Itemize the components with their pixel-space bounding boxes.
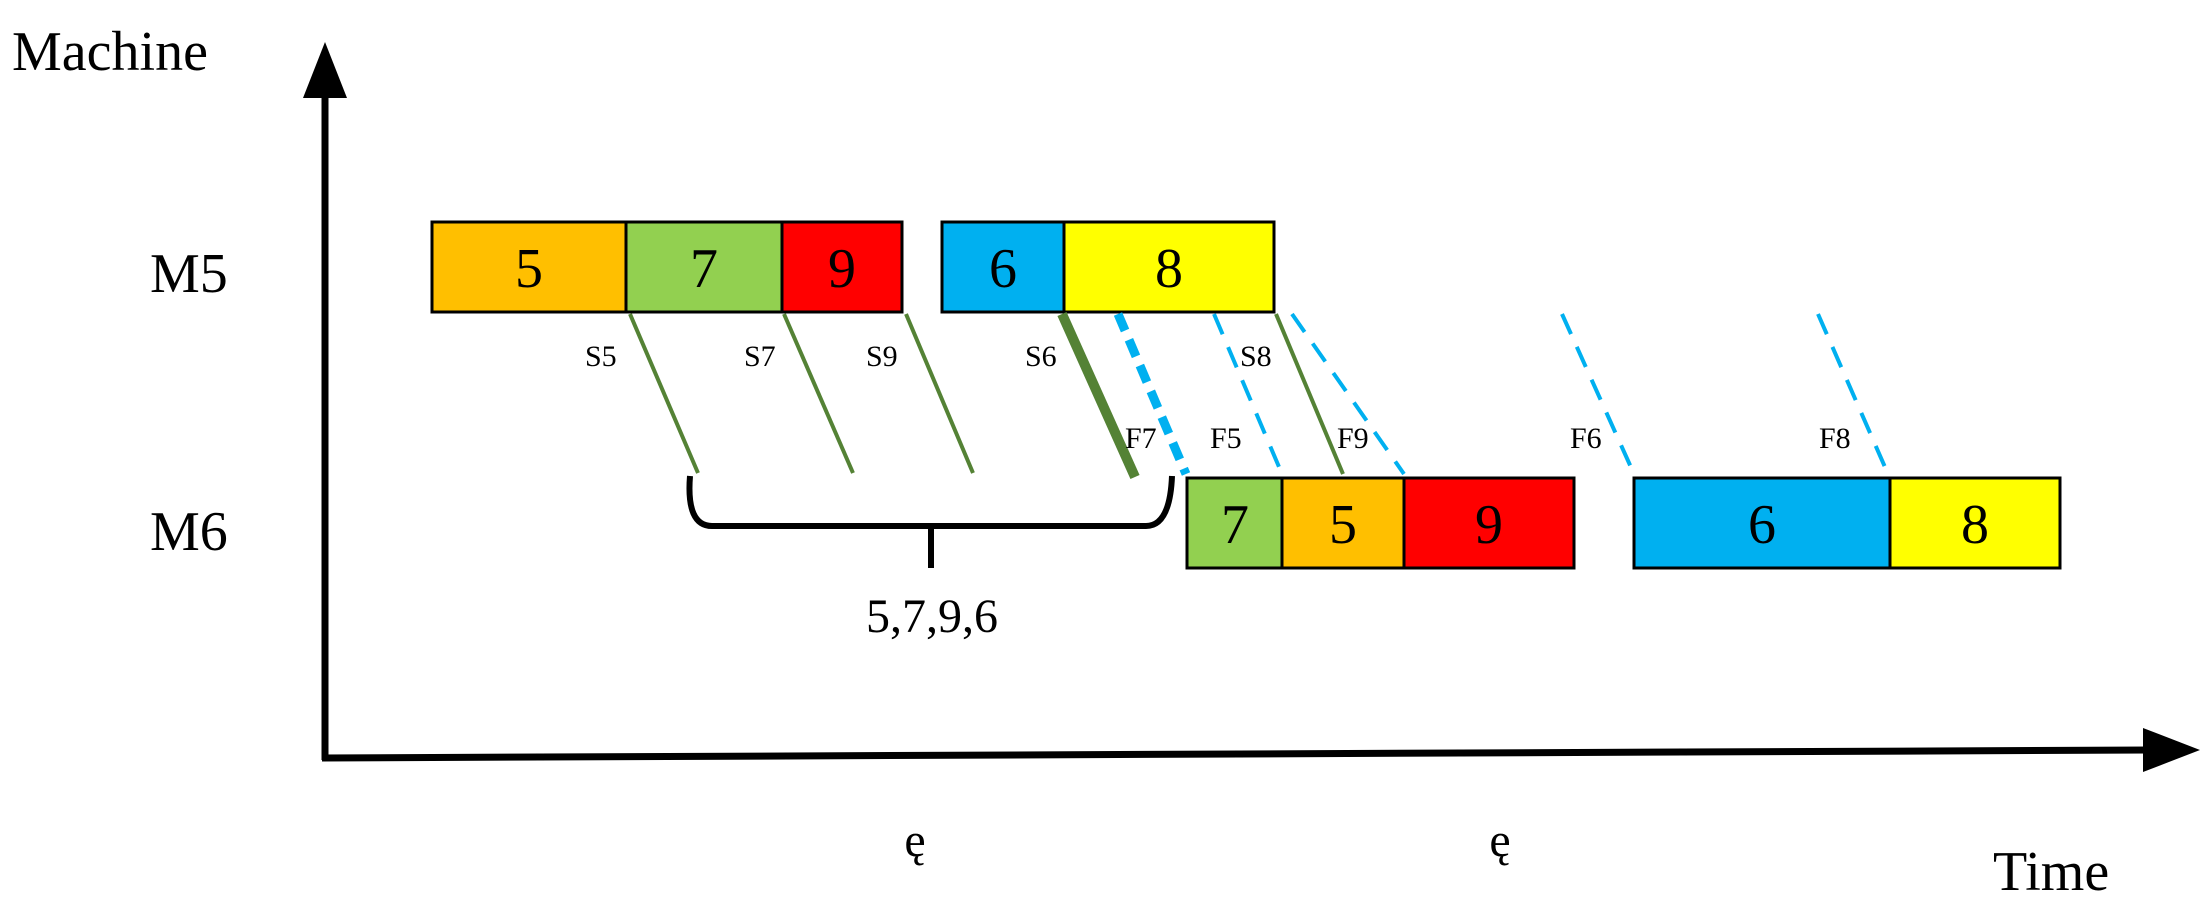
job-block-m6-9 <box>1402 476 1576 570</box>
job-block: 6 <box>940 220 1066 314</box>
machine-row-m6: 7 5 9 6 8 <box>1185 476 2062 570</box>
start-line-s9 <box>904 313 975 474</box>
finish-line-f9 <box>1290 312 1406 476</box>
start-line-s6 <box>1057 311 1140 480</box>
axes: Machine Time <box>12 21 2200 903</box>
machine-label-m5: M5 <box>150 243 228 305</box>
start-marker-label: S7 <box>744 340 776 373</box>
job-block-label: 7 <box>690 238 718 300</box>
start-marker-labels: S5 S7 S9 S6 S8 <box>585 340 1272 373</box>
start-marker-label: S9 <box>866 340 898 373</box>
x-axis-arrowhead <box>2143 728 2200 772</box>
start-line-s8 <box>1274 313 1345 475</box>
start-line-s7 <box>782 313 855 474</box>
start-marker-label: S8 <box>1240 340 1272 373</box>
job-block-label: 5 <box>1329 494 1357 556</box>
group-label: 5,7,9,6 <box>866 590 998 643</box>
bottom-glyph-left: ę <box>904 814 925 867</box>
start-marker-label: S6 <box>1025 340 1057 373</box>
start-marker-label: S5 <box>585 340 617 373</box>
job-block-label: 8 <box>1155 238 1183 300</box>
start-connectors <box>628 311 1345 480</box>
finish-line-f6 <box>1560 313 1636 475</box>
job-block: 7 <box>624 220 784 314</box>
job-block: 5 <box>1280 476 1406 570</box>
job-block-label: 6 <box>989 238 1017 300</box>
job-block-label: 8 <box>1961 494 1989 556</box>
job-block-label: 6 <box>1748 494 1776 556</box>
y-axis-label: Machine <box>12 21 208 83</box>
finish-line-f5 <box>1212 313 1284 475</box>
job-block-label: 9 <box>828 238 856 300</box>
y-axis-arrowhead <box>303 42 347 98</box>
machine-label-m6: M6 <box>150 501 228 563</box>
job-block: 9 <box>1402 476 1576 570</box>
finish-marker-label: F8 <box>1819 422 1851 455</box>
job-block: 8 <box>1062 220 1276 314</box>
group-brace: 5,7,9,6 <box>686 475 1175 643</box>
job-block-m6-8 <box>1888 476 2062 570</box>
finish-marker-label: F9 <box>1337 422 1369 455</box>
start-line-s5 <box>628 313 700 474</box>
job-block: 6 <box>1632 476 1892 570</box>
job-block-m5-7 <box>624 220 784 314</box>
x-axis-label: Time <box>1993 841 2109 903</box>
finish-connectors <box>1113 312 1890 476</box>
job-block-m6-6 <box>1632 476 1892 570</box>
job-block: 7 <box>1185 476 1284 570</box>
finish-marker-label: F6 <box>1570 422 1602 455</box>
job-block-m5-8 <box>1062 220 1276 314</box>
x-axis-line <box>321 746 2151 762</box>
machine-row-m5: 5 7 9 6 8 <box>430 220 1276 314</box>
job-block-m5-9 <box>780 220 904 314</box>
brace-icon <box>686 475 1175 529</box>
finish-line-f7 <box>1113 312 1191 476</box>
job-block: 9 <box>780 220 904 314</box>
finish-marker-labels: F7 F5 F9 F6 F8 <box>1125 422 1851 455</box>
job-block-label: 5 <box>515 238 543 300</box>
finish-marker-label: F5 <box>1210 422 1242 455</box>
job-block: 5 <box>430 220 628 314</box>
job-block: 8 <box>1888 476 2062 570</box>
bottom-glyph-right: ę <box>1489 814 1510 867</box>
job-block-label: 9 <box>1475 494 1503 556</box>
job-block-label: 7 <box>1221 494 1249 556</box>
finish-line-f8 <box>1816 313 1890 475</box>
finish-marker-label: F7 <box>1125 422 1157 455</box>
